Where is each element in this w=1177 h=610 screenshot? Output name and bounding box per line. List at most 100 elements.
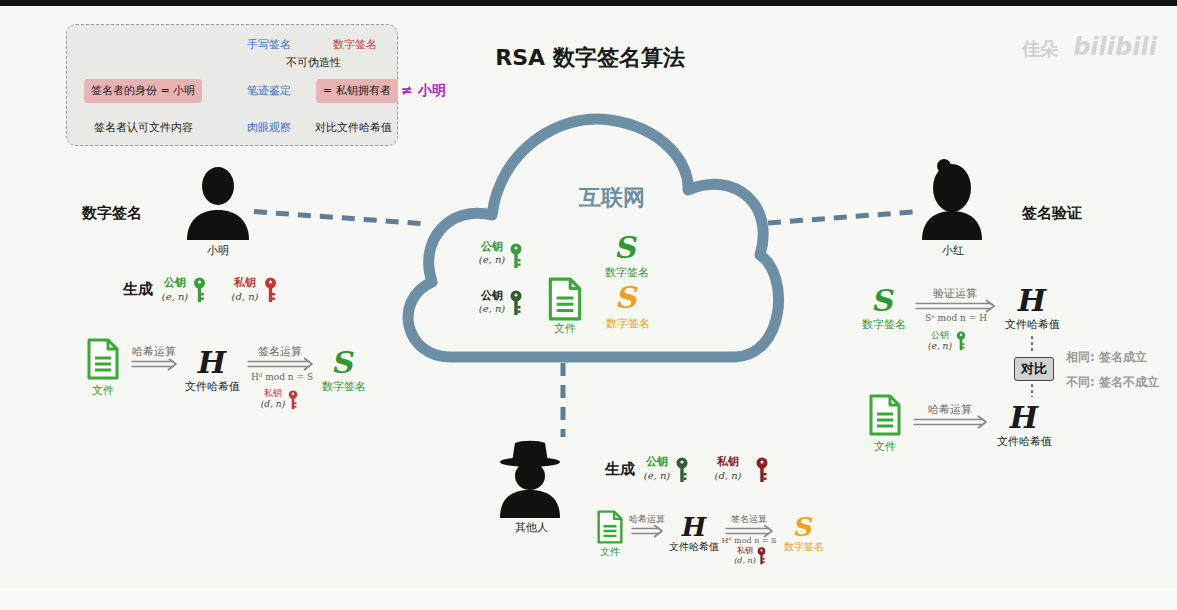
node-text: H bbox=[1018, 284, 1046, 318]
node-text: 小明 bbox=[207, 244, 229, 258]
file-node: 文件 bbox=[592, 508, 628, 558]
edge-label: 签名运算 bbox=[729, 514, 769, 525]
edge-label: 哈希运算 bbox=[926, 403, 974, 417]
edge-label: 哈希运算 bbox=[627, 514, 667, 525]
edge-label: 签名运算 bbox=[256, 345, 304, 359]
node-text: S bbox=[795, 513, 814, 541]
dashed-link bbox=[768, 212, 917, 223]
key-icon bbox=[194, 278, 205, 303]
person-silhouette bbox=[922, 159, 982, 240]
node-text: S bbox=[873, 284, 895, 318]
note-text: 公钥 bbox=[646, 455, 668, 469]
note-text: ≠ 小明 bbox=[401, 81, 446, 99]
node-text: = 私钥拥有者 bbox=[323, 84, 391, 98]
node-text: 数字签名 bbox=[322, 380, 366, 394]
dashed-link bbox=[1032, 336, 1033, 354]
double-arrow bbox=[632, 525, 662, 537]
note-text: 生成 bbox=[605, 460, 635, 478]
person-node: 其他人 bbox=[497, 440, 565, 535]
node-text: 文件哈希值 bbox=[185, 380, 240, 394]
node-text: 公钥 bbox=[481, 289, 503, 303]
note-text: 公钥 bbox=[931, 330, 949, 341]
key-icon bbox=[957, 331, 965, 350]
double-arrow bbox=[916, 300, 994, 312]
file-node: 文件 bbox=[860, 392, 910, 454]
file-icon bbox=[871, 396, 899, 434]
note-text: 相同: 签名成立 bbox=[1066, 350, 1147, 365]
note-text: (d, n) bbox=[261, 399, 285, 410]
node-text: 签名者认可文件内容 bbox=[94, 121, 193, 135]
top-bar bbox=[0, 0, 1177, 6]
note-text: (d, n) bbox=[231, 290, 258, 303]
bottom-band bbox=[0, 588, 1177, 610]
hat-silhouette bbox=[500, 441, 560, 518]
dashed-link bbox=[254, 212, 422, 224]
node-text: S bbox=[616, 231, 638, 265]
node-text: 对比 bbox=[1021, 361, 1047, 377]
node-text: H bbox=[1010, 401, 1038, 435]
note-text: (d, n) bbox=[714, 469, 741, 482]
node-text: 文件 bbox=[874, 440, 896, 454]
node-text: 数字签名 bbox=[784, 541, 824, 553]
signature-node: S数字签名 bbox=[316, 345, 372, 395]
note-text: Hᵈ mod n = S bbox=[721, 536, 776, 546]
node-text: (e, n) bbox=[479, 302, 506, 315]
node-text: (e, n) bbox=[479, 253, 506, 266]
note-text: 私钥 bbox=[264, 388, 282, 399]
node-text: 文件 bbox=[554, 322, 576, 336]
hash-node: H文件哈希值 bbox=[180, 345, 244, 395]
note-text: (d, n) bbox=[734, 556, 756, 566]
note-text: 签名验证 bbox=[1022, 204, 1082, 222]
double-arrow bbox=[248, 358, 312, 370]
key-icon bbox=[757, 458, 768, 483]
node-text: H bbox=[682, 513, 707, 541]
compare-box: 对比 bbox=[1014, 357, 1054, 381]
node-text: 文件 bbox=[600, 546, 620, 558]
note-text: 公钥 bbox=[164, 276, 186, 290]
node-text: H bbox=[198, 346, 226, 380]
node-text: S bbox=[617, 281, 639, 315]
double-arrow bbox=[914, 416, 986, 428]
node-text: S bbox=[333, 346, 355, 380]
node-text: 签名者的身份 = 小明 bbox=[91, 84, 195, 98]
hash-node: H文件哈希值 bbox=[998, 283, 1066, 333]
node-text: 公钥 bbox=[481, 240, 503, 254]
node-text: 文件哈希值 bbox=[669, 541, 719, 553]
node-text: 文件 bbox=[92, 384, 114, 398]
file-icon bbox=[599, 512, 622, 543]
node-text: 笔迹鉴定 bbox=[247, 84, 291, 98]
key-icon bbox=[265, 278, 276, 303]
node-text: 文件哈希值 bbox=[1005, 318, 1060, 332]
internet-cloud: 互联网公钥(e, n)S数字签名公钥(e, n)文件S数字签名 bbox=[425, 112, 765, 360]
dashed-link bbox=[1032, 384, 1033, 397]
note-text: Hᵈ mod n = S bbox=[251, 372, 313, 383]
person-node: 小明 bbox=[185, 160, 251, 258]
node-text: 手写签名 bbox=[247, 38, 291, 52]
node-text: 数字签名 bbox=[605, 266, 649, 280]
note-text: 私钥 bbox=[717, 455, 739, 469]
diagram-title: RSA 数字签名算法 bbox=[495, 44, 684, 72]
file-icon bbox=[89, 340, 117, 378]
double-arrow bbox=[726, 525, 772, 537]
node-text: 小红 bbox=[942, 244, 964, 258]
key-icon bbox=[511, 244, 522, 269]
note-text: 私钥 bbox=[234, 276, 256, 290]
hash-node: H文件哈希值 bbox=[666, 511, 722, 555]
edge-label: 验证运算 bbox=[931, 287, 979, 301]
note-text: (e, n) bbox=[644, 469, 671, 482]
note-text: 私钥 bbox=[737, 546, 753, 556]
key-icon bbox=[677, 458, 688, 483]
node-text: 对比文件哈希值 bbox=[315, 121, 392, 135]
hash-node: H文件哈希值 bbox=[990, 400, 1058, 450]
node-text: 不可伪造性 bbox=[286, 56, 341, 70]
note-text: (e, n) bbox=[162, 290, 189, 303]
cloud-outline bbox=[408, 119, 778, 357]
person-node: 小红 bbox=[920, 160, 986, 258]
node-text: 数字签名 bbox=[606, 317, 650, 331]
node-text: 文件哈希值 bbox=[997, 435, 1052, 449]
note-text: 生成 bbox=[123, 280, 153, 298]
node-text: 其他人 bbox=[515, 521, 548, 535]
file-icon bbox=[550, 279, 579, 319]
dashed-link bbox=[563, 363, 564, 437]
